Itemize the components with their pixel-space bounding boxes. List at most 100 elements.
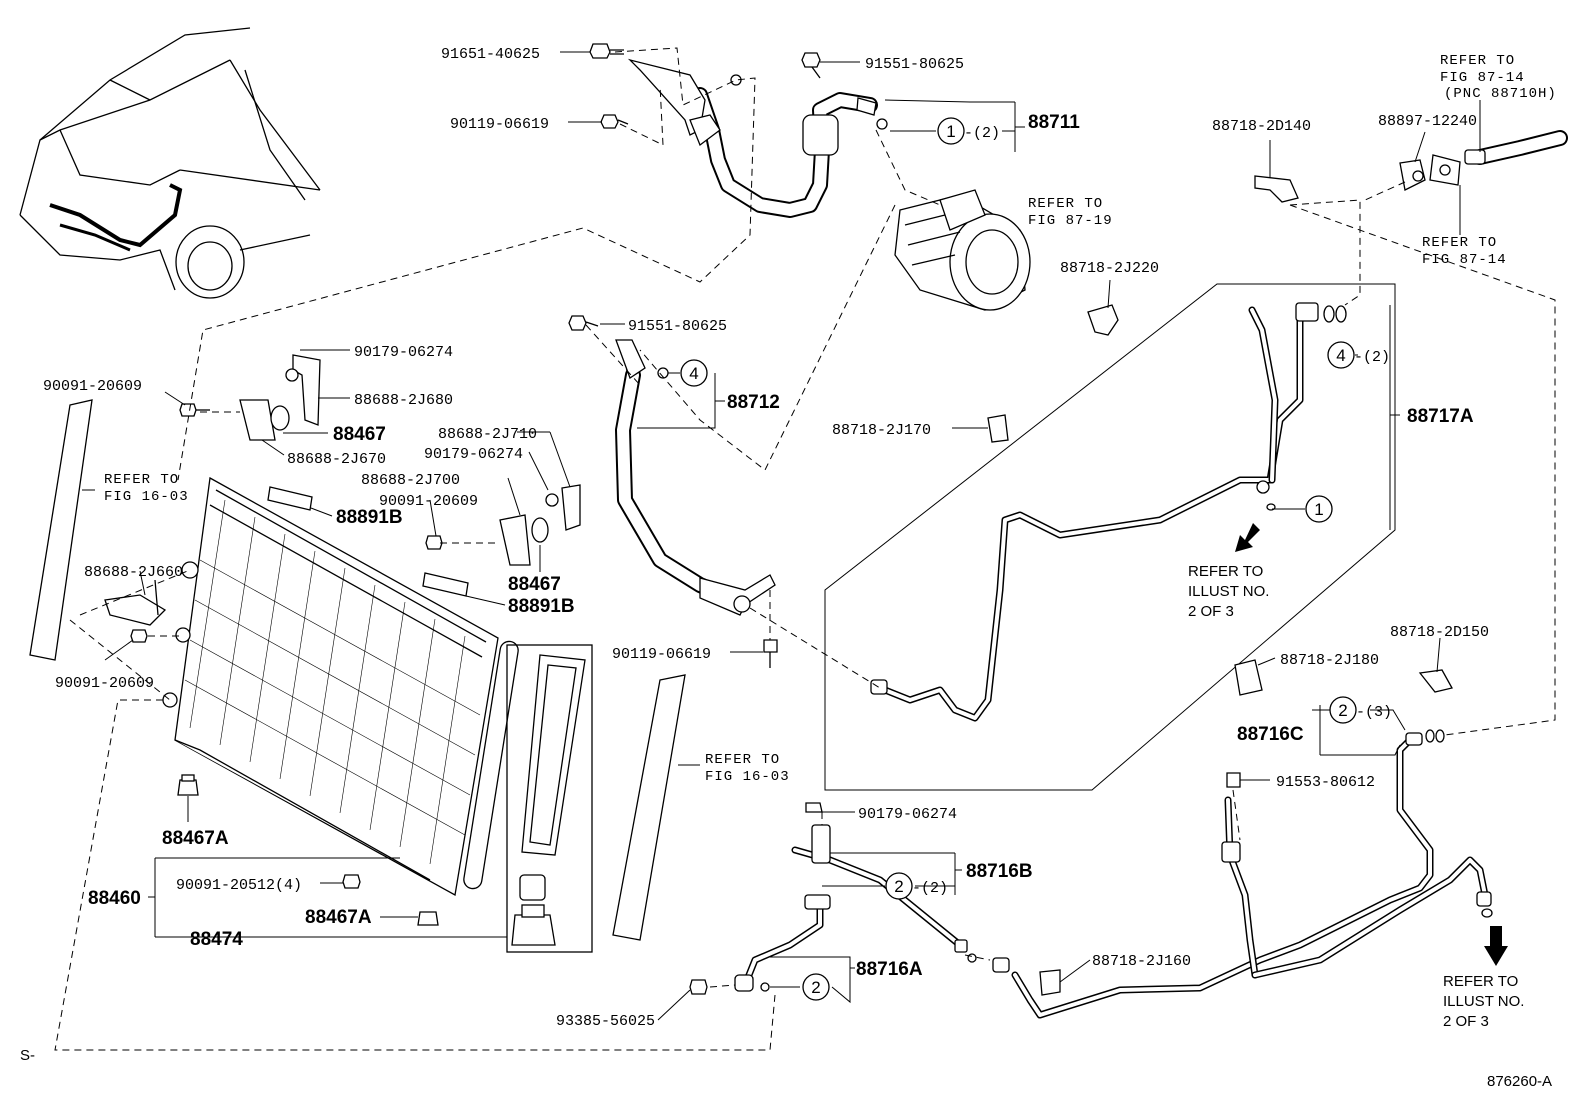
svg-text:4: 4 xyxy=(689,364,698,383)
bolt-91651-40625 xyxy=(589,43,624,59)
label-88712: 88712 xyxy=(727,392,780,413)
pipe-88716A-drawing xyxy=(734,894,831,992)
label-88718-2D140: 88718-2D140 xyxy=(1212,118,1311,135)
vehicle-illustration xyxy=(19,27,321,299)
clamp-88718-2J220 xyxy=(1087,304,1119,336)
label-88688-2J710: 88688-2J710 xyxy=(438,426,537,443)
note-illust-a-line1: REFER TO xyxy=(1188,563,1263,580)
label-91651-40625: 91651-40625 xyxy=(441,46,540,63)
seal-right xyxy=(612,674,686,941)
bracket-88688-2J710 xyxy=(545,484,581,531)
cushion-88891B-a xyxy=(267,486,313,511)
cushion-88467A-b xyxy=(417,911,439,926)
bracket-88688-2J700 xyxy=(499,514,549,566)
note-fig87-19-line1: REFER TO xyxy=(1028,196,1103,212)
note-illust-b-line3: 2 OF 3 xyxy=(1443,1013,1489,1030)
bolt-90091-20609-a xyxy=(179,403,210,417)
label-88718-2J170: 88718-2J170 xyxy=(832,422,931,439)
svg-text:2: 2 xyxy=(811,978,820,997)
label-88716B: 88716B xyxy=(966,861,1033,882)
svg-text:2: 2 xyxy=(894,877,903,896)
label-88718-2D150: 88718-2D150 xyxy=(1390,624,1489,641)
bracket-88688-2J670 xyxy=(239,399,290,441)
hose-88712-drawing xyxy=(615,339,776,616)
clamp-88718-2J160 xyxy=(1039,969,1061,996)
label-88688-2J660: 88688-2J660 xyxy=(84,564,183,581)
callout-2-88716C: 2 xyxy=(1329,696,1357,724)
condenser-drawing xyxy=(162,476,519,897)
label-90091-20609-a: 90091-20609 xyxy=(43,378,142,395)
callout-1-right: 1 xyxy=(1305,495,1333,523)
arrow-icon-illust-a xyxy=(1235,523,1260,552)
label-93385-56025: 93385-56025 xyxy=(556,1013,655,1030)
cushion-88891B-b xyxy=(422,572,469,597)
label-88897-12240: 88897-12240 xyxy=(1378,113,1477,130)
svg-text:1: 1 xyxy=(946,122,955,141)
callout-2-88716B: 2 xyxy=(885,872,913,900)
clamp-88718-2D140 xyxy=(1254,175,1299,203)
clamp-88718-2J180 xyxy=(1234,659,1263,696)
cushion-88467A-a xyxy=(177,774,199,796)
plate-88897-12240 xyxy=(1399,154,1461,191)
bolt-90091-20609-c xyxy=(130,629,148,643)
clamp-88718-2J170 xyxy=(987,414,1009,443)
label-88717A: 88717A xyxy=(1407,406,1474,427)
note-fig87-14-top-line1: REFER TO xyxy=(1440,53,1515,69)
label-88716A: 88716A xyxy=(856,959,923,980)
reference-notes: REFER TO FIG 87-19 REFER TO FIG 87-14 (P… xyxy=(104,53,1557,1030)
callout-4-mid: 4 xyxy=(680,359,708,387)
note-fig87-14-top-line3: (PNC 88710H) xyxy=(1444,86,1557,102)
label-90119-06619-top: 90119-06619 xyxy=(450,116,549,133)
svg-text:4: 4 xyxy=(1336,346,1345,365)
bolt-91553-80612 xyxy=(1226,772,1241,788)
label-88891B-a: 88891B xyxy=(336,507,403,528)
bracket-88688-2J660 xyxy=(104,579,167,626)
label-88467A-b: 88467A xyxy=(305,907,372,928)
note-illust-a-line3: 2 OF 3 xyxy=(1188,603,1234,620)
label-88467-b: 88467 xyxy=(508,574,561,595)
label-88711: 88711 xyxy=(1028,112,1080,133)
label-88718-2J180: 88718-2J180 xyxy=(1280,652,1379,669)
label-88717A-note: -(2) xyxy=(1354,349,1390,366)
label-91553-80612: 91553-80612 xyxy=(1276,774,1375,791)
note-fig87-14-bot-line2: FIG 87-14 xyxy=(1422,252,1507,268)
note-illust-b-line2: ILLUST NO. xyxy=(1443,993,1524,1010)
note-fig87-19-line2: FIG 87-19 xyxy=(1028,213,1113,229)
callout-2-88716A: 2 xyxy=(802,973,830,1001)
note-fig87-14-top-line2: FIG 87-14 xyxy=(1440,70,1525,86)
receiver-88474-box xyxy=(506,644,593,953)
svg-text:1: 1 xyxy=(1314,500,1323,519)
bolt-91551-80625-top xyxy=(801,52,821,79)
clamp-88718-2D150 xyxy=(1418,669,1453,693)
note-fig16-03-right-line1: REFER TO xyxy=(705,752,780,768)
callout-4-right: 4 xyxy=(1327,341,1355,369)
note-fig16-03-right-line2: FIG 16-03 xyxy=(705,769,790,785)
label-88474: 88474 xyxy=(190,929,243,950)
label-90091-20609-b: 90091-20609 xyxy=(379,493,478,510)
note-fig16-03-left-line1: REFER TO xyxy=(104,472,179,488)
callout-1-top: 1 xyxy=(937,117,965,145)
bolt-90091-20512 xyxy=(342,874,361,889)
diagram-id: 876260-A xyxy=(1487,1073,1552,1090)
label-88688-2J670: 88688-2J670 xyxy=(287,451,386,468)
pipe-88716B-drawing xyxy=(791,802,968,953)
bolt-90091-20609-b xyxy=(425,535,443,550)
dashed-connections xyxy=(54,47,1556,1051)
bolt-90119-06619-mid xyxy=(763,639,778,668)
label-90179-06274-a: 90179-06274 xyxy=(354,344,453,361)
label-88467A-a: 88467A xyxy=(162,828,229,849)
arrow-icon-illust-b xyxy=(1484,926,1508,966)
bracket-88688-2J680 xyxy=(285,354,321,426)
label-90091-20609-c: 90091-20609 xyxy=(55,675,154,692)
leader-lines xyxy=(82,51,1481,1021)
label-88460: 88460 xyxy=(88,888,141,909)
part-labels: 91651-40625 91551-80625 90119-06619 -(2)… xyxy=(43,46,1489,1030)
label-88467-a: 88467 xyxy=(333,424,386,445)
bolt-91551-80625-mid xyxy=(568,315,599,331)
label-88716C-note: -(3) xyxy=(1356,704,1392,721)
corner-mark: S- xyxy=(20,1047,35,1064)
bolt-93385-56025 xyxy=(689,979,708,995)
label-88718-2J160: 88718-2J160 xyxy=(1092,953,1191,970)
label-90179-06274-c: 90179-06274 xyxy=(858,806,957,823)
